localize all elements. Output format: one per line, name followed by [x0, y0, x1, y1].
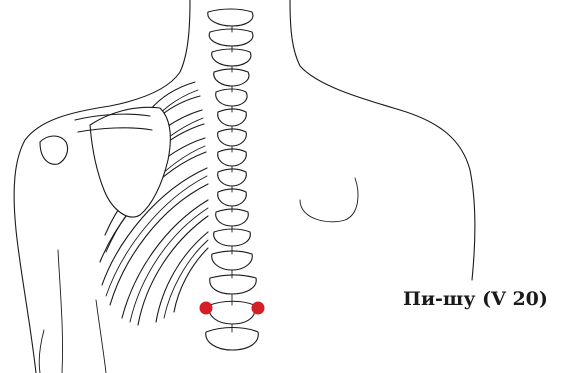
- body-outline: [14, 0, 475, 373]
- acupoint-label: Пи-шу (V 20): [403, 288, 548, 310]
- scapula: [40, 107, 170, 217]
- spine: [206, 9, 258, 350]
- acupoint-left: [200, 302, 213, 315]
- acupoint-right: [252, 302, 265, 315]
